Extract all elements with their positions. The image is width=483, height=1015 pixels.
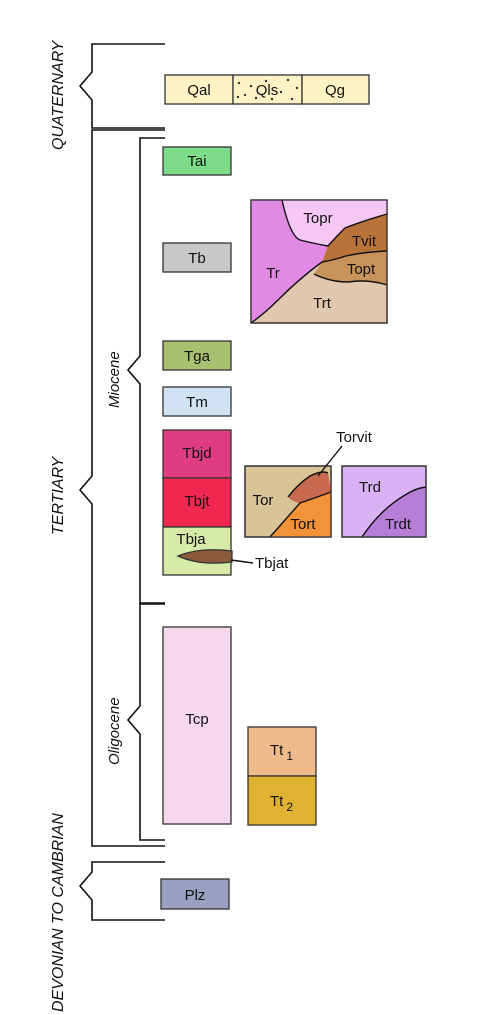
unit-tbjt-box	[162, 477, 232, 528]
unit-tt2-box	[247, 775, 317, 826]
tor-contact-lines	[269, 471, 332, 538]
miocene-brace	[126, 137, 165, 604]
unit-tr-area	[251, 200, 328, 323]
unit-tga-label: Tga	[184, 348, 211, 365]
unit-tbjat-lens	[176, 549, 233, 564]
unit-tbjd-label: Tbjd	[182, 445, 211, 462]
era-label-tertiary: TERTIARY	[50, 455, 67, 535]
unit-tb-box	[162, 242, 232, 273]
unit-tor-label: Tor	[253, 492, 274, 509]
unit-tm-box	[162, 386, 232, 417]
unit-tai-box	[162, 146, 232, 176]
unit-qg-label: Qg	[325, 82, 345, 99]
unit-qls-label: Qls	[256, 82, 279, 99]
era-label-devonian-to-cambrian: DEVONIAN TO CAMBRIAN	[50, 813, 67, 1012]
unit-tt1-subscript: 1	[286, 749, 293, 763]
trd-contact-line	[361, 486, 427, 538]
unit-tbjt-label: Tbjt	[184, 493, 210, 510]
volcanic-block-tor-frame	[244, 465, 332, 538]
unit-tt1-main: Tt	[270, 742, 284, 759]
unit-tcp-label: Tcp	[185, 711, 208, 728]
volcanic-block-trd-frame	[341, 465, 427, 538]
unit-topt-label: Topt	[347, 261, 376, 278]
unit-tort-area	[270, 492, 331, 537]
unit-plz-box	[160, 878, 230, 910]
unit-tb-label: Tb	[188, 250, 206, 267]
devonian-brace	[78, 861, 165, 921]
unit-trdt-label: Trdt	[385, 516, 412, 533]
unit-torvit-label: Torvit	[336, 429, 373, 446]
unit-tort-label: Tort	[290, 516, 316, 533]
unit-tvit-area	[322, 214, 387, 262]
torvit-leader-line	[317, 445, 343, 477]
unit-topt-area	[314, 251, 387, 285]
unit-trdt-area	[362, 487, 426, 537]
tertiary-brace	[78, 129, 165, 847]
unit-tga-box	[162, 340, 232, 371]
unit-tvit-label: Tvit	[352, 233, 377, 250]
volcanic-block-topr: Topr Tvit Tr Topt Trt	[250, 199, 388, 324]
unit-tr-label: Tr	[266, 265, 280, 282]
era-label-quaternary: QUATERNARY	[50, 39, 67, 150]
unit-tcp-box	[162, 626, 232, 825]
unit-tbjd-box	[162, 429, 232, 479]
quaternary-brace	[78, 43, 165, 129]
unit-trt-label: Trt	[313, 295, 332, 312]
volcanic-block-trd: Trd Trdt	[341, 465, 427, 538]
unit-topr-label: Topr	[303, 210, 332, 227]
unit-plz-label: Plz	[185, 887, 206, 904]
unit-qls-box	[232, 74, 303, 105]
epoch-label-miocene: Miocene	[106, 351, 123, 408]
unit-trd-label: Trd	[359, 479, 381, 496]
qls-dot-pattern	[236, 78, 299, 101]
unit-tbja-label: Tbja	[176, 531, 206, 548]
unit-qg-box	[301, 74, 370, 105]
volcanic-block-topr-frame	[250, 199, 388, 324]
unit-topr-area	[282, 200, 387, 246]
topr-contact-lines	[250, 199, 388, 324]
unit-qal-label: Qal	[187, 82, 210, 99]
unit-tt2-subscript: 2	[286, 800, 293, 814]
unit-tai-label: Tai	[187, 153, 206, 170]
epoch-label-oligocene: Oligocene	[106, 697, 123, 765]
unit-tt2-main: Tt	[270, 793, 284, 810]
tbjat-leader-line	[230, 559, 254, 564]
unit-tbjat-label: Tbjat	[255, 555, 289, 572]
volcanic-block-tor: Torvit Tor Tort	[244, 429, 373, 538]
unit-tm-label: Tm	[186, 394, 208, 411]
oligocene-brace	[126, 603, 165, 841]
